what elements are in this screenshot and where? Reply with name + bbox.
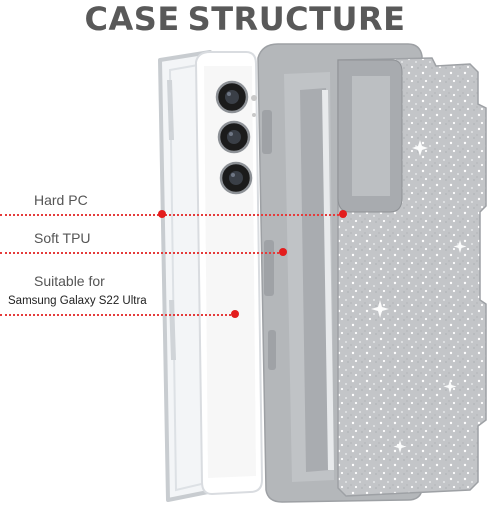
camera-lens-2 <box>219 122 249 152</box>
callout-label-model: Samsung Galaxy S22 Ultra <box>8 293 147 309</box>
glitter-back-panel <box>338 58 486 496</box>
callout-dot-hard-pc-back <box>339 210 347 218</box>
callout-dot-phone <box>231 310 239 318</box>
callout-label-suitable: Suitable for <box>34 273 105 289</box>
callout-label-soft-tpu: Soft TPU <box>34 230 91 246</box>
callout-dot-soft-tpu <box>279 248 287 256</box>
callout-line-suitable <box>0 314 235 316</box>
camera-lens-3 <box>221 163 251 193</box>
galaxy-phone <box>196 52 262 494</box>
callout-label-hard-pc: Hard PC <box>34 192 88 208</box>
camera-lens-1 <box>217 82 247 112</box>
callout-line-soft-tpu <box>0 252 283 254</box>
callout-dot-hard-pc-shell <box>158 210 166 218</box>
callout-line-hard-pc <box>0 214 343 216</box>
